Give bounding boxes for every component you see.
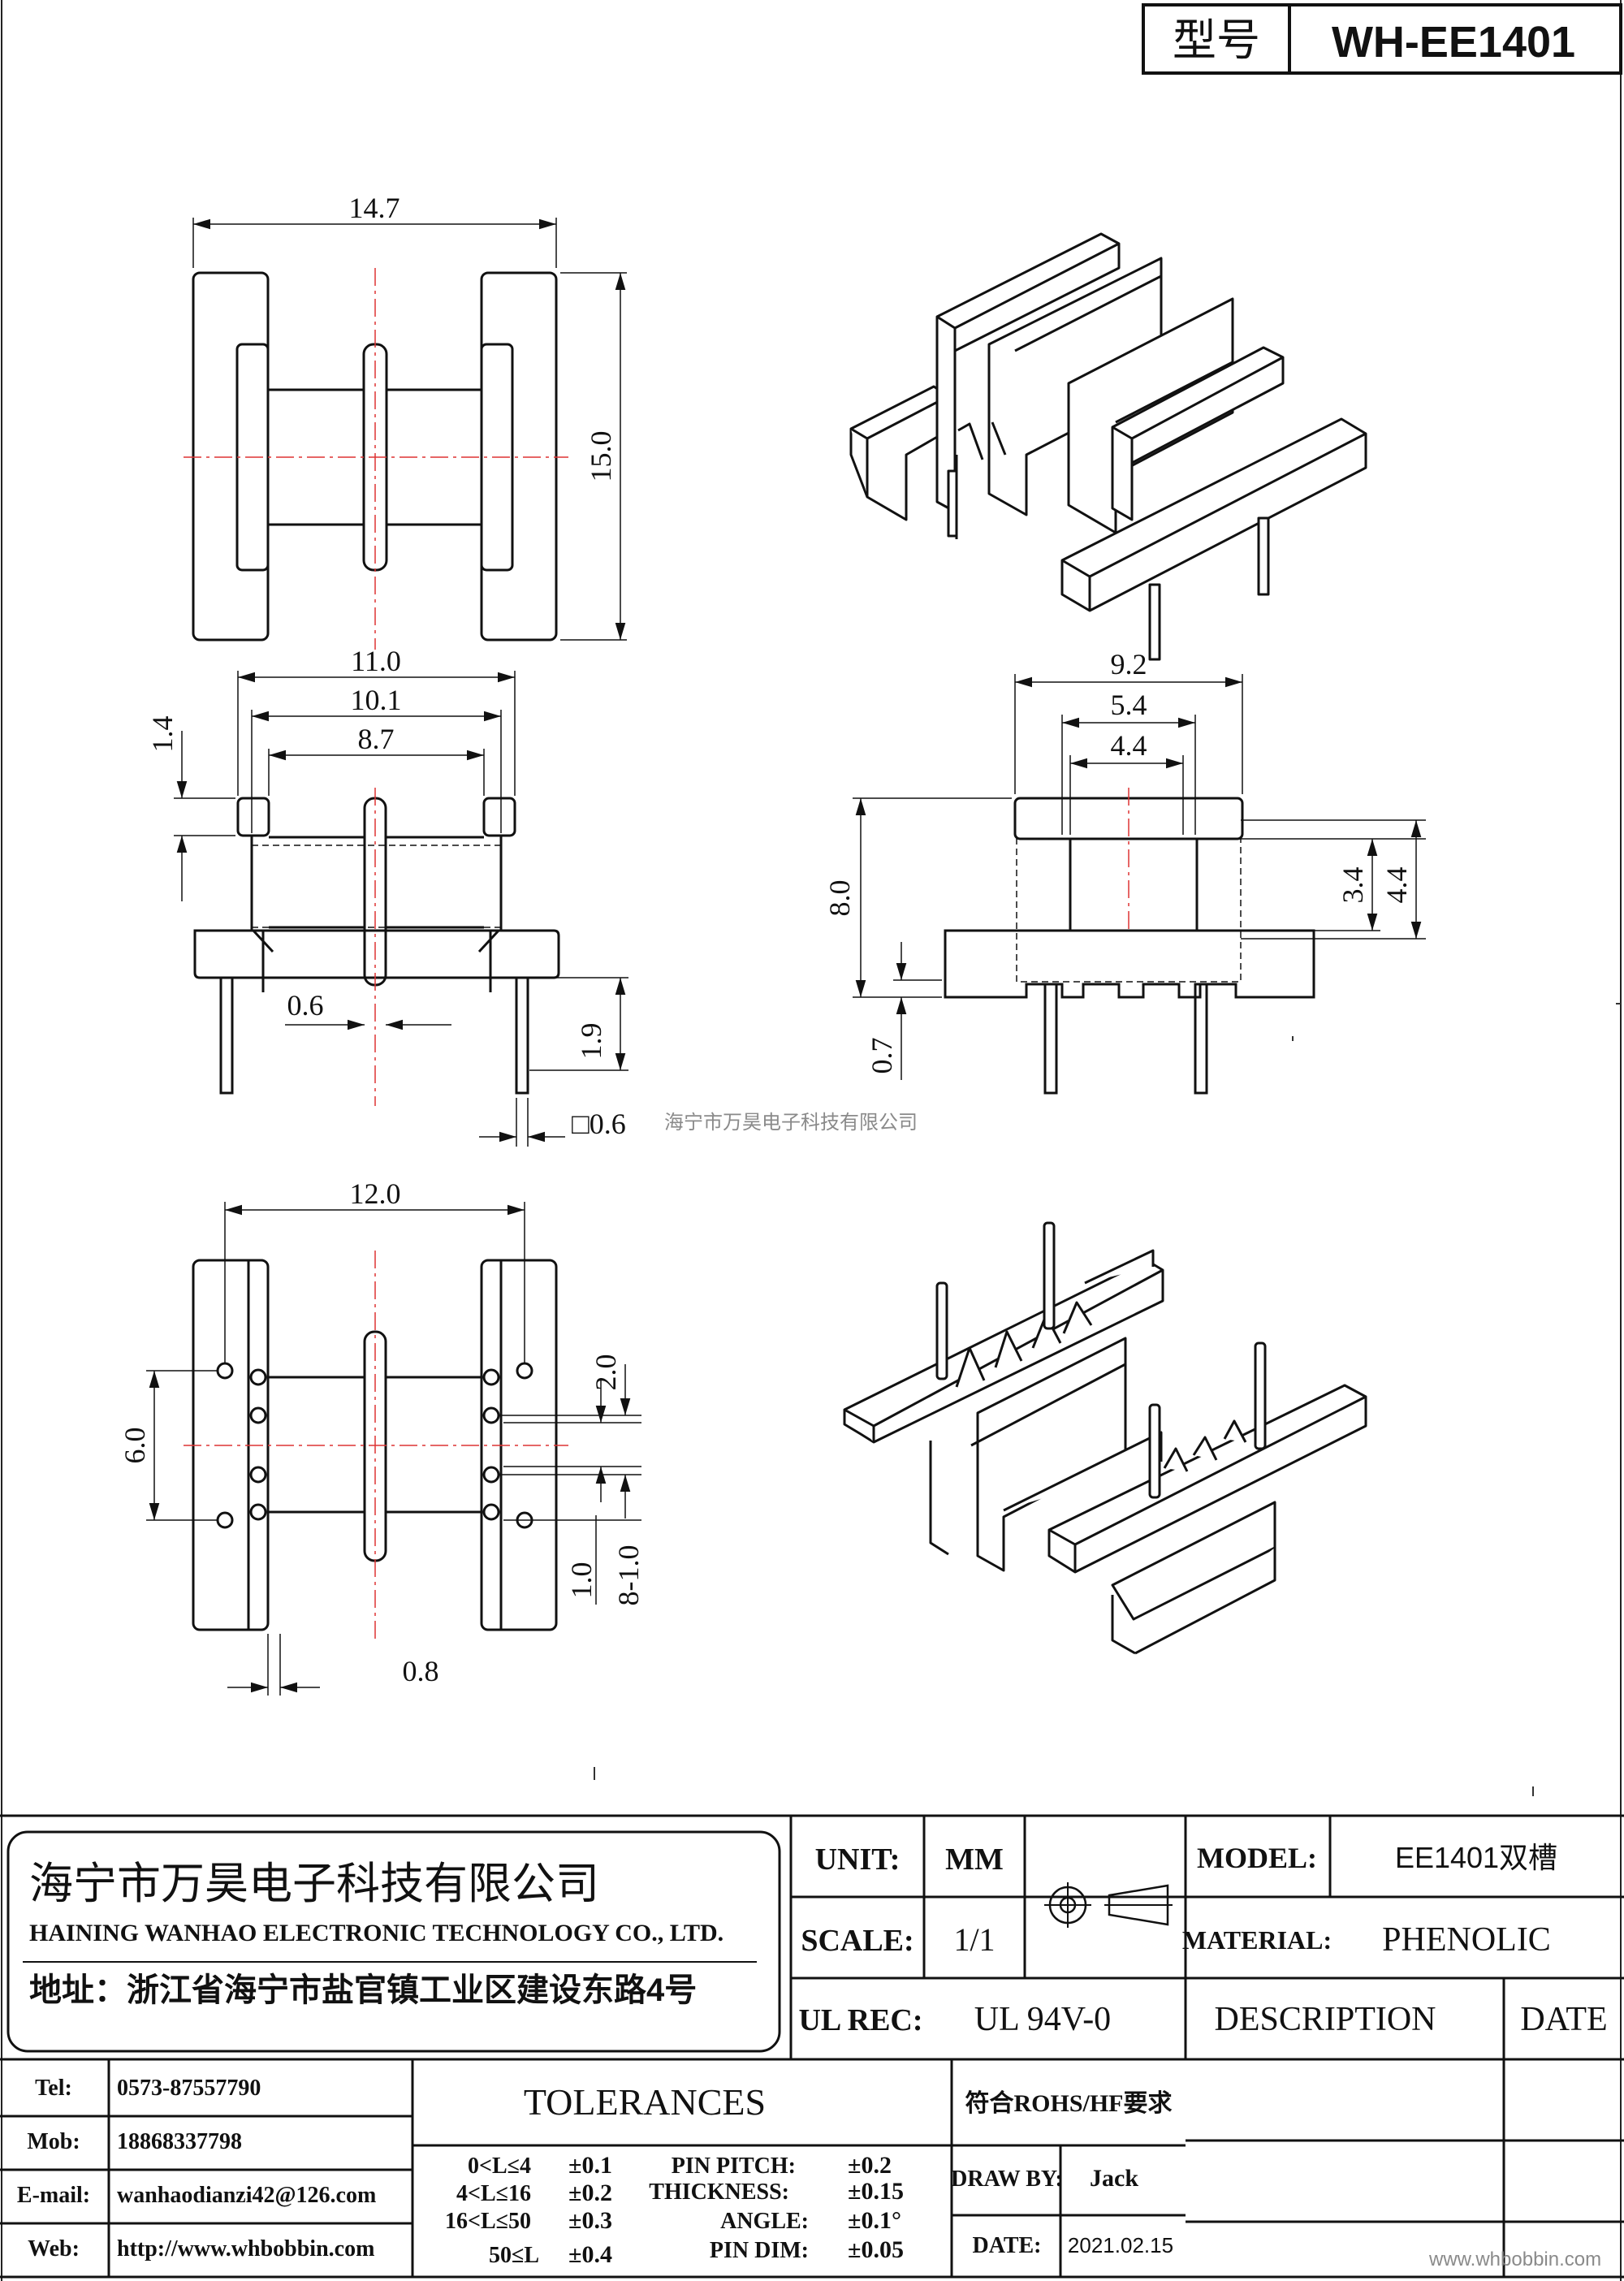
tol-special-label-2: THICKNESS: <box>649 2179 789 2205</box>
header-model-box: 型号 WH-EE1401 <box>1142 3 1622 75</box>
model-value: WH-EE1401 <box>1332 18 1575 67</box>
tol-special-value-1: ±0.2 <box>848 2152 892 2179</box>
dim-front-pin-len: 1.9 <box>575 1023 607 1060</box>
tol-value-2: ±0.2 <box>568 2179 612 2206</box>
model-field-label: MODEL: <box>1197 1842 1317 1874</box>
front-view <box>174 671 628 1147</box>
tol-range-2: 4<L≤16 <box>456 2181 531 2206</box>
tol-value-4: ±0.4 <box>568 2241 612 2268</box>
dim-front-w3: 8.7 <box>358 723 395 755</box>
tol-range-4: 50≤L <box>489 2243 539 2268</box>
tol-range-3: 16<L≤50 <box>445 2209 531 2234</box>
drawn-by-value: Jack <box>1090 2165 1138 2192</box>
dim-top-width: 14.7 <box>349 192 400 224</box>
unit-value: MM <box>945 1843 1004 1877</box>
date-column-label: DATE <box>1520 2001 1607 2038</box>
dim-front-pin-square: □0.6 <box>572 1108 626 1140</box>
side-view <box>853 674 1426 1095</box>
tol-special-label-3: ANGLE: <box>720 2209 809 2234</box>
dim-front-pin-offset: 0.6 <box>287 989 324 1022</box>
tol-range-1: 0<L≤4 <box>468 2154 531 2179</box>
tol-value-3: ±0.3 <box>568 2207 612 2234</box>
tol-value-1: ±0.1 <box>568 2152 612 2179</box>
tol-special-value-4: ±0.05 <box>848 2236 904 2263</box>
bottom-view <box>146 1202 641 1696</box>
dim-bottom-off: 0.8 <box>403 1655 439 1687</box>
unit-label: UNIT: <box>815 1843 901 1877</box>
dim-side-base: 0.7 <box>866 1038 898 1074</box>
dim-side-h2: 3.4 <box>1337 867 1369 904</box>
dim-side-w1: 9.2 <box>1111 648 1147 680</box>
dim-front-w2: 10.1 <box>351 684 402 716</box>
email-value: wanhaodianzi42@126.com <box>117 2183 376 2208</box>
dim-top-height: 15.0 <box>585 431 617 482</box>
watermark-website: www.whbobbin.com <box>1428 2249 1601 2270</box>
title-block <box>0 1814 1624 2279</box>
tol-special-value-3: ±0.1° <box>848 2207 901 2234</box>
dim-bottom-span: 6.0 <box>119 1428 151 1464</box>
dim-side-w3: 4.4 <box>1111 729 1147 762</box>
top-view <box>184 218 627 650</box>
date-label: DATE: <box>972 2233 1041 2258</box>
scale-value: 1/1 <box>953 1921 995 1958</box>
isometric-view-bottom <box>843 1221 1367 1655</box>
date-value: 2021.02.15 <box>1068 2233 1173 2257</box>
dim-bottom-pitch: 2.0 <box>590 1354 622 1391</box>
dim-bottom-width: 12.0 <box>350 1177 401 1210</box>
company-name-cn: 海宁市万昊电子科技有限公司 <box>29 1860 599 1908</box>
material-label: MATERIAL: <box>1182 1925 1332 1955</box>
tol-special-label-1: PIN PITCH: <box>672 2154 796 2179</box>
dim-bottom-h1: 1.0 <box>565 1562 598 1599</box>
ul-value: UL 94V-0 <box>974 2001 1111 2038</box>
tel-label: Tel: <box>35 2076 72 2101</box>
description-label: DESCRIPTION <box>1214 2001 1436 2038</box>
tol-special-value-2: ±0.15 <box>848 2178 904 2205</box>
material-value: PHENOLIC <box>1382 1921 1551 1959</box>
dim-bottom-h2: 8-1.0 <box>612 1545 645 1606</box>
company-name-en: HAINING WANHAO ELECTRONIC TECHNOLOGY CO.… <box>29 1920 723 1946</box>
dim-side-w2: 5.4 <box>1111 689 1147 721</box>
web-value: http://www.whbobbin.com <box>117 2236 374 2262</box>
tol-special-label-4: PIN DIM: <box>710 2238 809 2263</box>
company-address: 地址：浙江省海宁市盐官镇工业区建设东路4号 <box>29 1972 697 2008</box>
tolerances-title: TOLERANCES <box>524 2081 766 2123</box>
web-label: Web: <box>28 2236 80 2262</box>
drawn-by-label: DRAW BY: <box>951 2167 1063 2192</box>
dim-front-flange: 1.4 <box>146 716 179 753</box>
dim-side-h3: 4.4 <box>1380 867 1413 904</box>
model-field-value: EE1401双槽 <box>1395 1841 1557 1874</box>
dim-side-h1: 8.0 <box>823 880 856 917</box>
email-label: E-mail: <box>17 2183 90 2208</box>
isometric-view-top <box>849 232 1367 661</box>
scale-label: SCALE: <box>801 1924 914 1958</box>
model-label: 型号 <box>1173 16 1260 65</box>
watermark-company: 海宁市万昊电子科技有限公司 <box>664 1112 918 1134</box>
compliance-note: 符合ROHS/HF要求 <box>965 2089 1172 2117</box>
tel-value: 0573-87557790 <box>117 2076 261 2101</box>
ul-label: UL REC: <box>798 2003 922 2037</box>
mob-label: Mob: <box>27 2129 80 2154</box>
mob-value: 18868337798 <box>117 2129 242 2154</box>
dim-front-w1: 11.0 <box>351 645 401 677</box>
